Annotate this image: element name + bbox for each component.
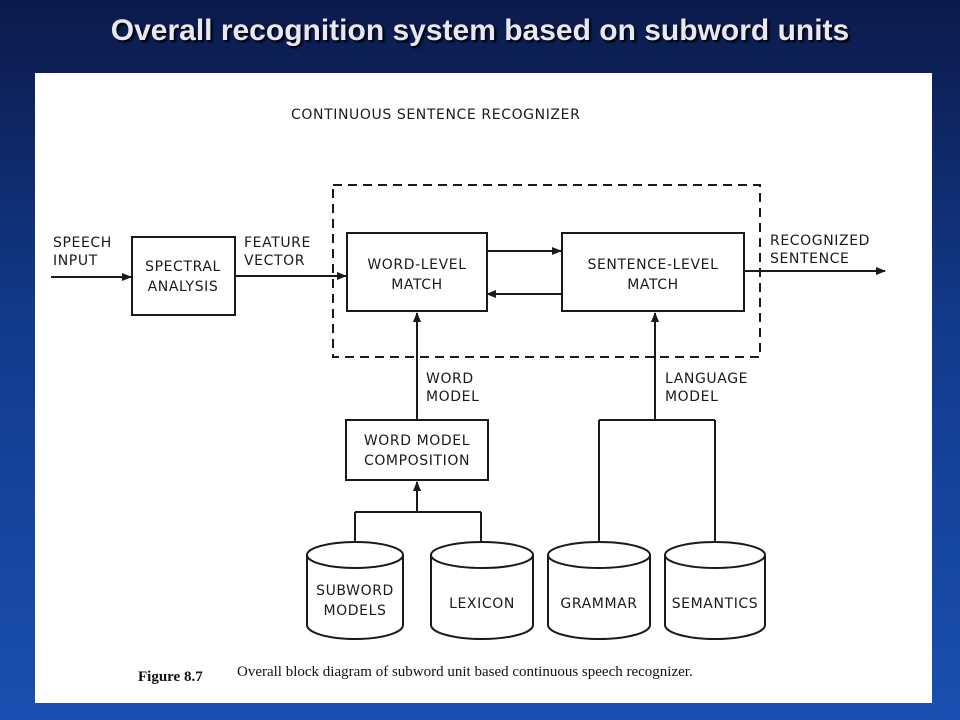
spectral-analysis-box [131, 236, 236, 316]
speech-input-label-1: SPEECH [53, 235, 112, 251]
grammar-cylinder: GRAMMAR [547, 541, 651, 640]
language-model-label-1: LANGUAGE [665, 371, 748, 387]
spectral-analysis-label-1: SPECTRAL [145, 259, 221, 275]
caption-text: Overall block diagram of subword unit ba… [237, 664, 693, 680]
language-model-label-2: MODEL [665, 389, 719, 405]
grammar-label: GRAMMAR [560, 596, 637, 612]
word-model-composition-label-1: WORD MODEL [364, 433, 470, 449]
word-model-label-2: MODEL [426, 389, 480, 405]
word-model-composition-label-2: COMPOSITION [364, 453, 470, 469]
semantics-label: SEMANTICS [672, 596, 759, 612]
subword-models-cylinder: SUBWORD MODELS [306, 541, 404, 640]
slide-title: Overall recognition system based on subw… [110, 14, 850, 47]
sentence-level-match-label-1: SENTENCE-LEVEL [587, 257, 718, 273]
word-level-match-label-1: WORD-LEVEL [367, 257, 466, 273]
word-model-composition-box [345, 419, 489, 481]
speech-input-label-2: INPUT [53, 253, 98, 269]
recognized-sentence-label-2: SENTENCE [770, 251, 850, 267]
word-level-match-box [346, 232, 488, 312]
container-label: CONTINUOUS SENTENCE RECOGNIZER [291, 107, 580, 123]
recognized-sentence-label-1: RECOGNIZED [770, 233, 870, 249]
subword-models-label-1: SUBWORD [316, 583, 394, 599]
figure-panel: CONTINUOUS SENTENCE RECOGNIZER SPEECH IN… [35, 73, 932, 703]
block-diagram: CONTINUOUS SENTENCE RECOGNIZER SPEECH IN… [51, 107, 886, 685]
feature-vector-label-1: FEATURE [244, 235, 311, 251]
caption-number: Figure 8.7 [138, 669, 203, 685]
sentence-level-match-label-2: MATCH [627, 277, 679, 293]
lexicon-label: LEXICON [449, 596, 515, 612]
lexicon-cylinder: LEXICON [430, 541, 534, 640]
word-model-label-1: WORD [426, 371, 474, 387]
sentence-level-match-box [561, 232, 745, 312]
feature-vector-label-2: VECTOR [244, 253, 305, 269]
semantics-cylinder: SEMANTICS [664, 541, 766, 640]
word-level-match-label-2: MATCH [391, 277, 443, 293]
subword-models-label-2: MODELS [323, 603, 386, 619]
spectral-analysis-label-2: ANALYSIS [148, 279, 219, 295]
